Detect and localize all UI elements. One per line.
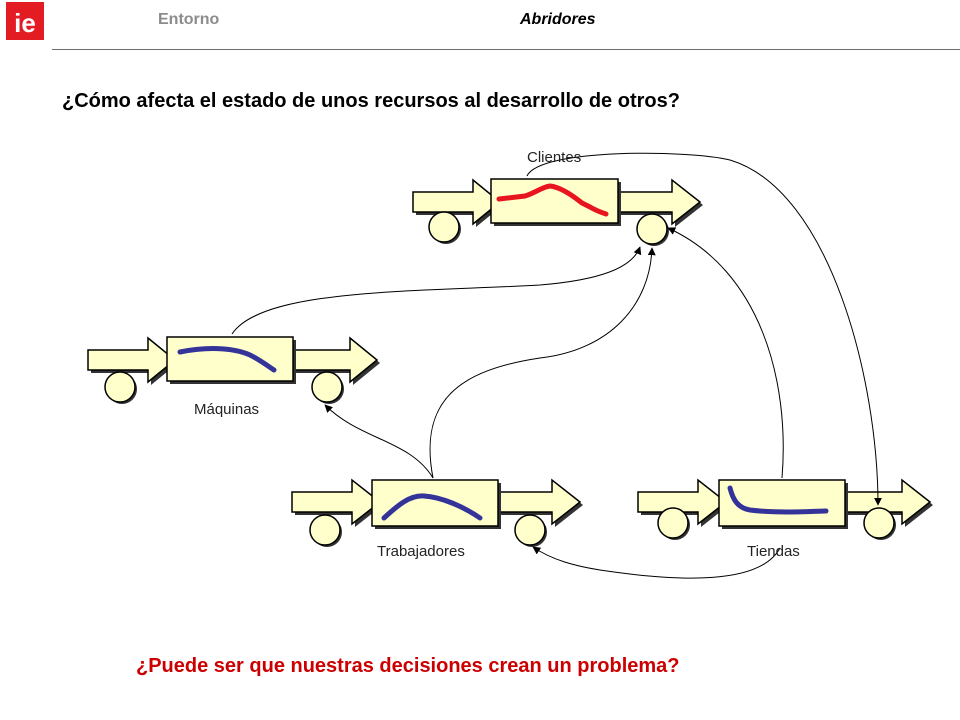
inflow-arrow-tiendas <box>637 478 729 527</box>
influence-links <box>231 152 882 579</box>
label-trabajadores: Trabajadores <box>377 543 465 560</box>
outflow-arrow-clientes <box>611 178 703 227</box>
trend-line-maquinas <box>177 346 277 373</box>
label-clientes: Clientes <box>527 149 582 166</box>
link-trabajadores-to-maquinas <box>324 404 434 479</box>
inflow-arrow-maquinas <box>87 336 178 385</box>
label-maquinas: Máquinas <box>194 401 260 418</box>
main-question: ¿Cómo afecta el estado de unos recursos … <box>62 90 680 112</box>
outflow-arrow-maquinas <box>289 336 380 385</box>
inflow-arrow-trabajadores <box>291 478 383 527</box>
link-tiendas-to-trabajadores <box>532 546 781 579</box>
label-tiendas: Tiendas <box>747 543 800 560</box>
link-tiendas-to-clientes <box>667 227 784 479</box>
header-subtitle: Abridores <box>520 11 596 28</box>
inflow-arrow-clientes <box>412 178 503 227</box>
logo-text: ie <box>14 8 36 38</box>
stock-tiendas <box>637 478 933 540</box>
link-trabajadores-to-clientes <box>429 247 656 479</box>
trend-line-trabajadores <box>381 493 483 521</box>
stock-trabajadores <box>291 478 583 547</box>
stock-clientes <box>412 178 703 246</box>
outflow-arrow-tiendas <box>841 478 933 527</box>
ie-logo: ie <box>6 2 44 40</box>
bottom-question: ¿Puede ser que nuestras decisiones crean… <box>136 655 680 677</box>
header-divider <box>52 49 960 50</box>
link-clientes-to-tiendas <box>526 152 882 506</box>
stock-maquinas <box>87 336 380 404</box>
trend-line-tiendas <box>727 485 829 515</box>
outflow-arrow-trabajadores <box>491 478 583 527</box>
trend-line-clientes <box>496 183 609 217</box>
header-section: Entorno <box>158 11 220 28</box>
link-maquinas-to-clientes <box>231 246 642 335</box>
